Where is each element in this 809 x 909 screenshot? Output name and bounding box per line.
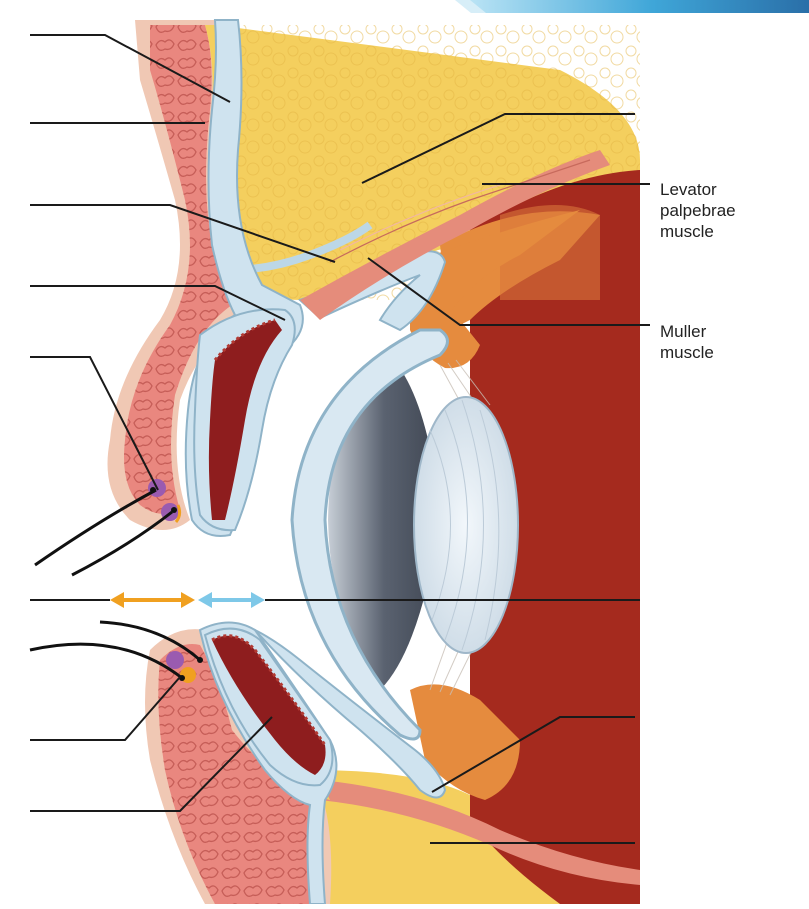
leader-left-7 xyxy=(30,676,181,741)
orange-width-arrow xyxy=(110,592,195,608)
leader-left-8 xyxy=(30,716,273,812)
leader-left-1 xyxy=(30,34,231,103)
corner-banner xyxy=(462,0,809,13)
label-levator-palpebrae-muscle: Levator palpebrae muscle xyxy=(660,180,736,241)
choroid xyxy=(470,170,640,904)
anterior-chamber xyxy=(328,355,440,690)
lower-gland-of-moll xyxy=(166,651,184,669)
lower-meibomian-gland xyxy=(212,635,326,775)
leader-muller xyxy=(367,257,650,326)
levator-muscle xyxy=(300,150,610,320)
leader-lines xyxy=(30,34,650,844)
leader-right-2 xyxy=(431,716,635,793)
leader-left-5 xyxy=(30,356,159,491)
lower-retractor-muscle xyxy=(320,780,640,885)
label-muller-muscle: Muller muscle xyxy=(660,322,714,362)
leader-left-3 xyxy=(30,204,336,263)
upper-meibomian-gland xyxy=(208,320,282,520)
blue-width-arrow xyxy=(198,592,265,608)
upper-eyelash-1 xyxy=(34,488,157,567)
leader-left-4 xyxy=(30,285,286,321)
leader-right-1 xyxy=(361,113,635,184)
upper-eyelash-2 xyxy=(71,510,173,577)
lower-fornix xyxy=(254,629,447,799)
lower-eyelash-1 xyxy=(99,620,201,662)
ciliary-body-lower xyxy=(410,684,520,800)
lens xyxy=(413,396,519,654)
cornea xyxy=(290,328,449,741)
lower-eyelash-2 xyxy=(29,642,183,680)
